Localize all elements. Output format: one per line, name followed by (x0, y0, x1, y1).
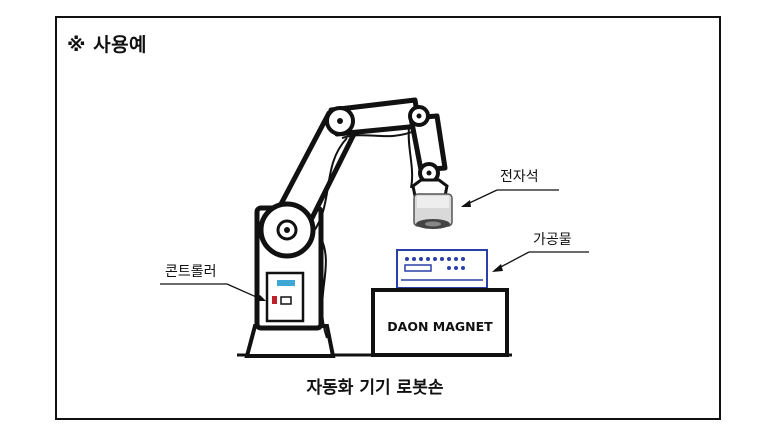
elbow-joint (325, 106, 355, 136)
workpiece-label: 가공물 (533, 232, 572, 248)
controller-box (265, 271, 305, 323)
workpiece-arrowhead (492, 264, 503, 272)
magnet-machine (371, 288, 509, 357)
electromagnet (413, 193, 453, 229)
magnet-label: 전자석 (500, 169, 539, 185)
wrist-joint-upper (408, 105, 430, 127)
diagram-caption: 자동화 기기 로봇손 (307, 378, 444, 398)
controller-arrowhead (256, 295, 266, 301)
magnet-arrowhead (461, 200, 471, 207)
machine-brand-label: DAON MAGNET (387, 319, 493, 334)
shoulder-joint (258, 201, 316, 259)
controller-callout-line (226, 283, 264, 301)
controller-screen (277, 280, 295, 286)
robot-arm-diagram: DAON MAGNET 전자석 가공물 콘트롤러 자동화 기기 로봇손 (160, 97, 589, 398)
robot-base (244, 324, 336, 358)
workpiece-device (396, 249, 488, 289)
diagram-frame: ※ 사용예 (55, 16, 721, 420)
forearm-cable (407, 127, 414, 189)
usage-example-heading: ※ 사용예 (67, 34, 148, 56)
controller-button (272, 296, 277, 304)
controller-label: 콘트롤러 (165, 264, 217, 280)
tower-cable (320, 237, 328, 339)
